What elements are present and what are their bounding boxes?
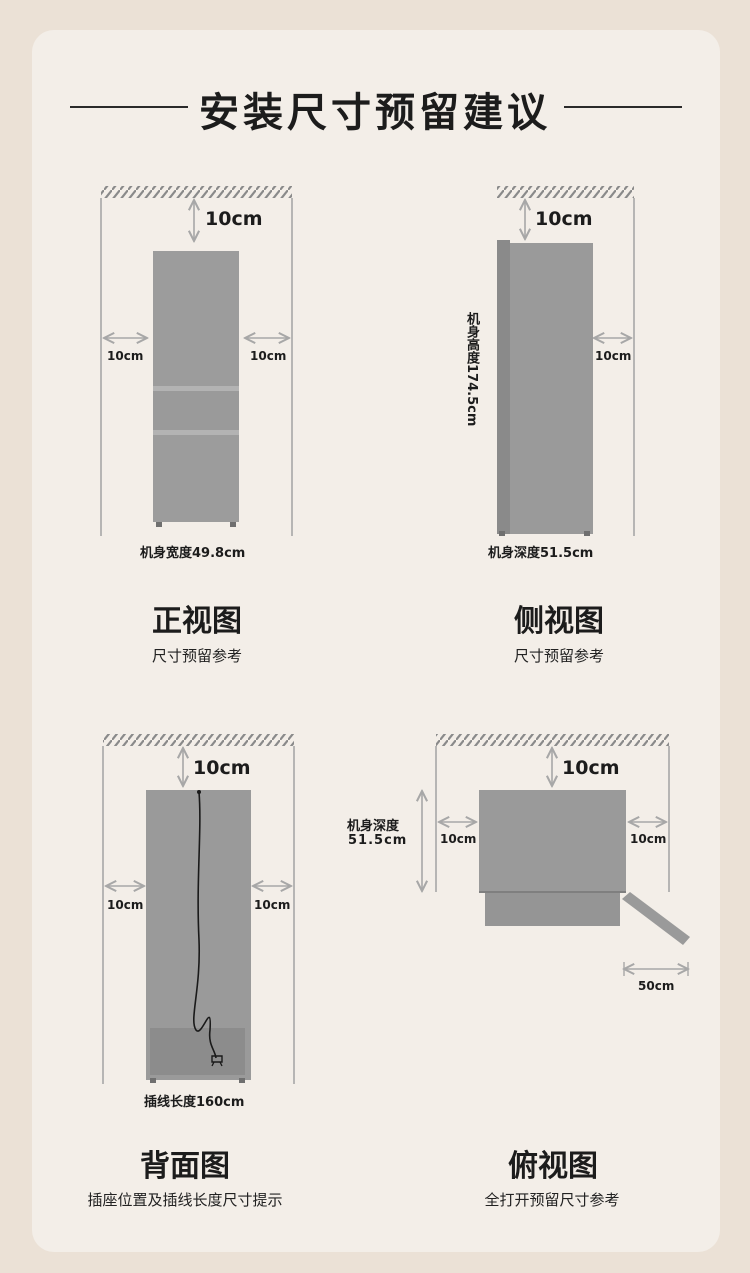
front-wall-hatch (101, 186, 292, 198)
side-view-subtitle: 尺寸预留参考 (513, 647, 604, 665)
side-view-title: 侧视图 (514, 604, 604, 639)
side-right-gap-label: 10cm (595, 349, 632, 363)
page-title: 安装尺寸预留建议 (199, 90, 551, 136)
top-depth-label-line2: 51.5cm (348, 833, 408, 848)
front-view (100, 186, 293, 536)
back-top-gap-label: 10cm (193, 757, 251, 779)
top-right-gap-label: 10cm (630, 832, 667, 846)
back-view-subtitle: 插座位置及插线长度尺寸提示 (87, 1191, 283, 1209)
top-left-gap-label: 10cm (440, 832, 477, 846)
front-top-gap-label: 10cm (205, 208, 263, 230)
power-cable (193, 791, 217, 1059)
title-line-right (564, 106, 682, 108)
top-view-title: 俯视图 (508, 1149, 598, 1184)
cable-origin (197, 790, 201, 794)
front-width-label: 机身宽度49.8cm (140, 546, 246, 561)
front-left-gap-label: 10cm (107, 349, 144, 363)
side-height-label: 机身高度174.5cm (464, 312, 479, 427)
top-fridge (479, 790, 690, 945)
top-view-subtitle: 全打开预留尺寸参考 (484, 1191, 620, 1209)
back-cable-label: 插线长度160cm (144, 1095, 245, 1110)
back-right-gap-label: 10cm (254, 898, 291, 912)
front-fridge (153, 251, 239, 527)
side-wall-hatch (497, 186, 634, 198)
back-left-gap-label: 10cm (107, 898, 144, 912)
front-right-gap-label: 10cm (250, 349, 287, 363)
side-depth-label: 机身深度51.5cm (488, 546, 594, 561)
open-door (622, 892, 690, 945)
door-gap-label: 50cm (638, 979, 675, 993)
header: 安装尺寸预留建议 (0, 0, 750, 140)
back-wall-hatch (103, 734, 294, 746)
plug-icon (211, 1055, 223, 1067)
top-wall-hatch (436, 734, 669, 746)
front-view-title: 正视图 (152, 604, 242, 639)
back-view-title: 背面图 (140, 1149, 230, 1184)
front-view-subtitle: 尺寸预留参考 (151, 647, 242, 665)
top-top-gap-label: 10cm (562, 757, 620, 779)
side-fridge (497, 240, 593, 536)
top-view (422, 734, 690, 976)
title-line-left (70, 106, 188, 108)
back-view (102, 734, 295, 1084)
side-top-gap-label: 10cm (535, 208, 593, 230)
top-depth-label-line1: 机身深度 (347, 819, 400, 834)
side-view (497, 186, 635, 536)
